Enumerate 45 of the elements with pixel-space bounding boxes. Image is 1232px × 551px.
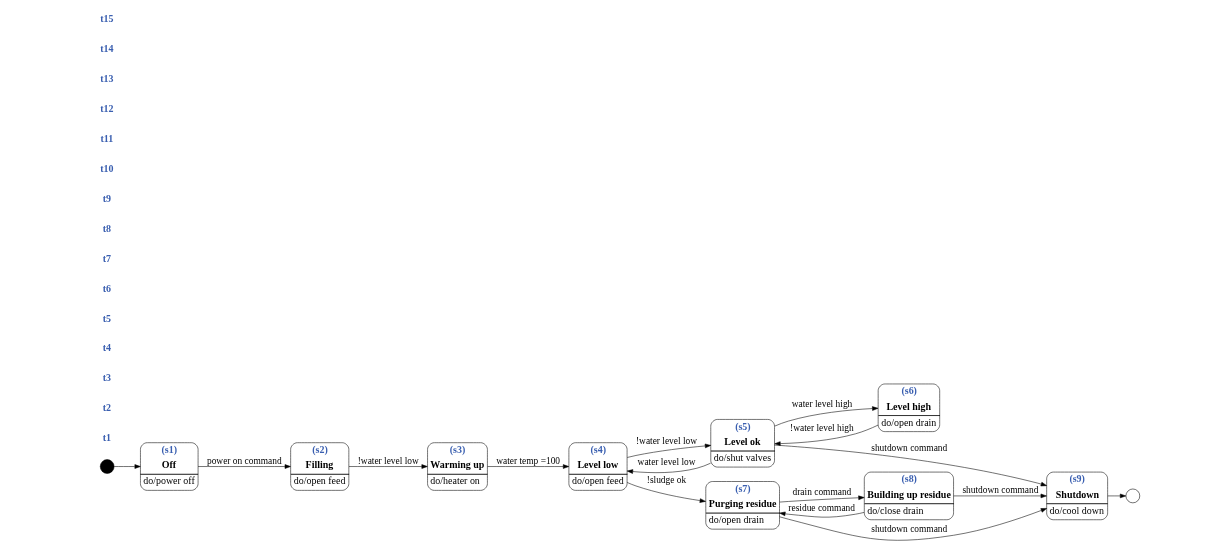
- edge-label: water level low: [637, 457, 696, 468]
- label: t2: [102, 402, 112, 414]
- edge-label: drain command: [792, 486, 852, 497]
- label: t1: [102, 432, 112, 444]
- arrow: [197, 464, 291, 469]
- edge-label: shutdown command: [871, 524, 948, 535]
- arrow: [774, 406, 879, 427]
- arrow: [779, 511, 865, 518]
- edge-label: shutdown command: [962, 484, 1039, 495]
- arrow: [779, 508, 1047, 541]
- edge-label: water level high: [791, 399, 853, 410]
- edge-label: residue command: [788, 503, 855, 514]
- arrow: [1107, 493, 1127, 499]
- label: t13: [100, 73, 114, 85]
- label: t8: [102, 222, 112, 234]
- arrow: [953, 493, 1047, 499]
- label: t15: [100, 13, 114, 25]
- arrow: [626, 482, 706, 503]
- edge-label: !water level low: [635, 436, 698, 447]
- arrow: [774, 424, 879, 446]
- label: t11: [100, 132, 114, 144]
- arrow: [348, 464, 428, 469]
- arrow: [626, 443, 712, 458]
- label: t7: [102, 252, 112, 264]
- node-circle: [99, 459, 115, 474]
- node-circle: [1125, 488, 1141, 504]
- label: t10: [100, 162, 114, 174]
- edge-label: !water level high: [790, 422, 854, 433]
- edge-label: water temp =100: [496, 455, 561, 466]
- label: t5: [102, 312, 112, 324]
- arrow: [774, 444, 1047, 487]
- edge-label: !water level low: [357, 455, 419, 466]
- arrow: [779, 495, 865, 503]
- label: t3: [102, 372, 112, 384]
- label: t14: [100, 43, 114, 55]
- edge-label: !sludge ok: [646, 474, 687, 485]
- arrow: [626, 462, 711, 474]
- label: t4: [102, 342, 112, 354]
- edge-label: shutdown command: [871, 442, 948, 453]
- arrow: [487, 464, 570, 469]
- label: t9: [102, 192, 112, 204]
- arrow: [114, 464, 141, 469]
- label: t6: [102, 282, 112, 294]
- label: t12: [100, 103, 114, 115]
- edge-label: power on command: [206, 455, 282, 466]
